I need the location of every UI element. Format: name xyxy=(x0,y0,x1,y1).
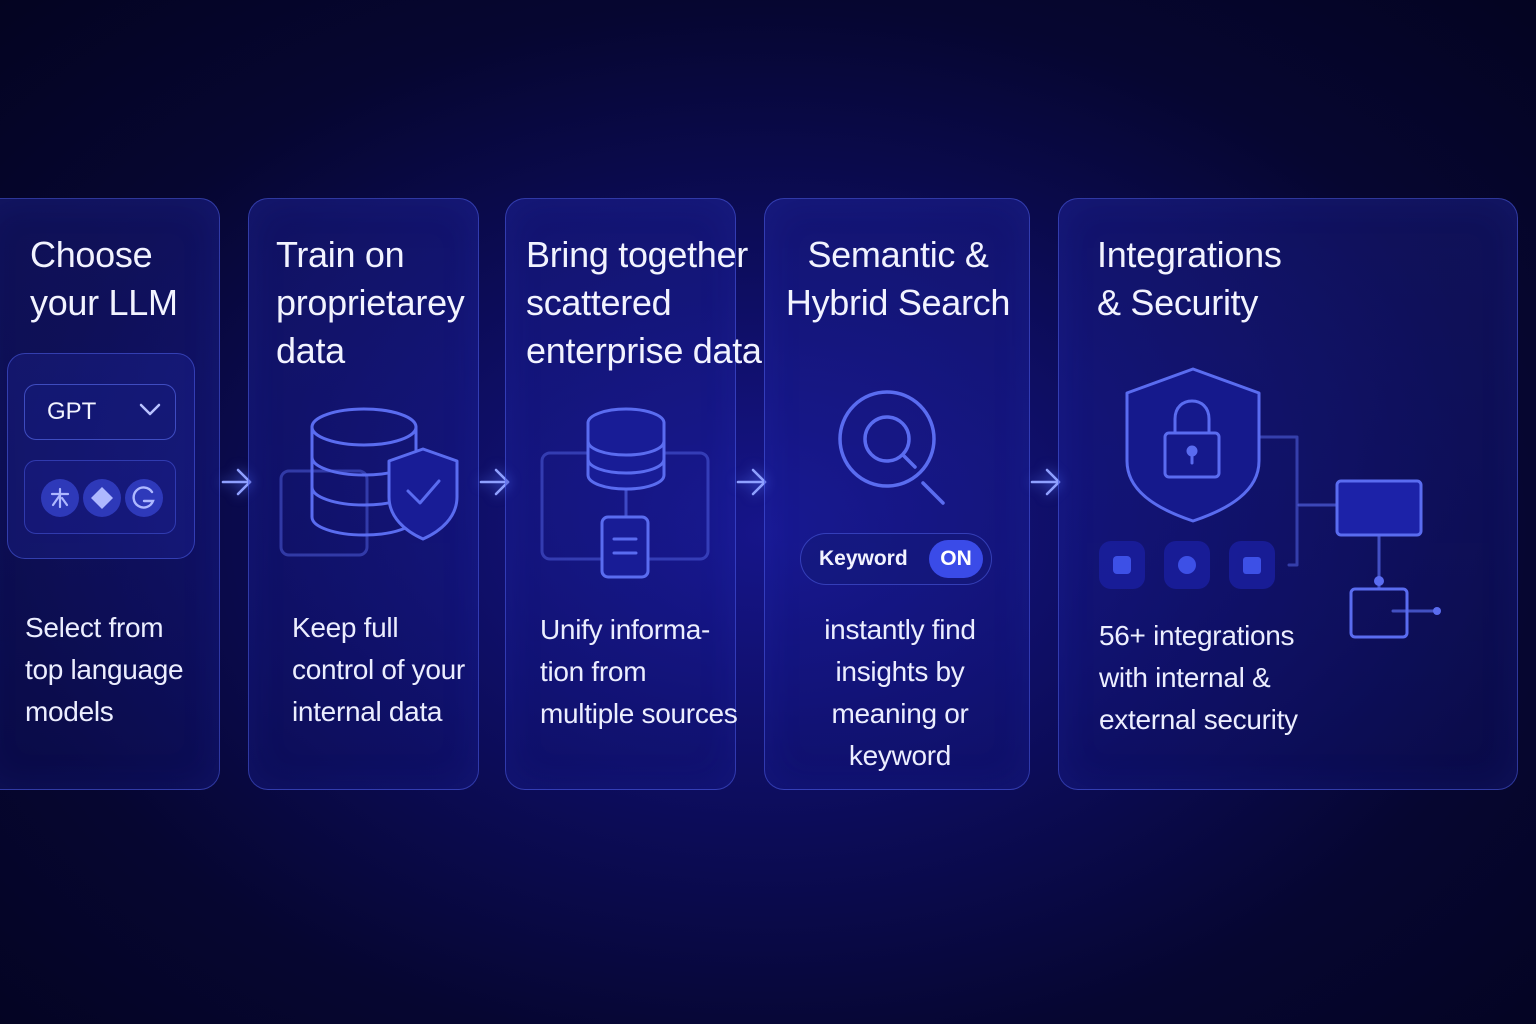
step-card-semantic-search: Semantic & Hybrid Search Keyword ON inst… xyxy=(764,198,1030,790)
openai-icon[interactable] xyxy=(41,479,79,517)
shield-lock-icon xyxy=(1099,367,1441,639)
llm-select-value: GPT xyxy=(47,398,97,425)
gemini-icon[interactable] xyxy=(83,479,121,517)
step-title: Train on proprietarey data xyxy=(276,234,465,371)
google-icon[interactable] xyxy=(125,479,163,517)
step-description: instantly find insights by meaning or ke… xyxy=(824,614,976,771)
toggle-switch-on[interactable]: ON xyxy=(929,540,983,578)
arrow-right-icon xyxy=(1030,468,1061,496)
step-card-bring-together: Bring together scattered enterprise data… xyxy=(505,198,762,790)
toggle-label: Keyword xyxy=(819,547,908,570)
step-title: Choose your LLM xyxy=(30,234,178,323)
llm-select[interactable]: GPT xyxy=(24,384,176,440)
arrow-right-icon xyxy=(221,468,252,496)
model-options xyxy=(24,460,176,534)
step-description: 56+ integrations with internal & externa… xyxy=(1099,620,1298,735)
step-description: Select from top language models xyxy=(25,612,184,727)
llm-selector-panel: GPT xyxy=(7,353,195,559)
database-network-icon xyxy=(540,407,710,579)
step-title: Integrations & Security xyxy=(1097,234,1282,323)
step-description: Keep full control of your internal data xyxy=(292,612,465,727)
step-card-integrations-security: Integrations & Security xyxy=(1058,198,1518,790)
chevron-down-icon xyxy=(139,403,161,416)
arrow-right-icon xyxy=(736,468,767,496)
magnifier-icon xyxy=(838,390,945,505)
step-description: Unify informa- tion from multiple source… xyxy=(540,614,738,729)
step-title: Bring together scattered enterprise data xyxy=(526,234,762,371)
step-card-choose-llm: Choose your LLM GPT xyxy=(0,198,220,790)
database-shield-icon xyxy=(279,407,459,557)
keyword-toggle[interactable]: Keyword ON xyxy=(800,533,992,585)
step-title: Semantic & Hybrid Search xyxy=(785,234,1011,323)
arrow-right-icon xyxy=(479,468,510,496)
step-card-train-data: Train on proprietarey data Keep full con… xyxy=(248,198,479,790)
